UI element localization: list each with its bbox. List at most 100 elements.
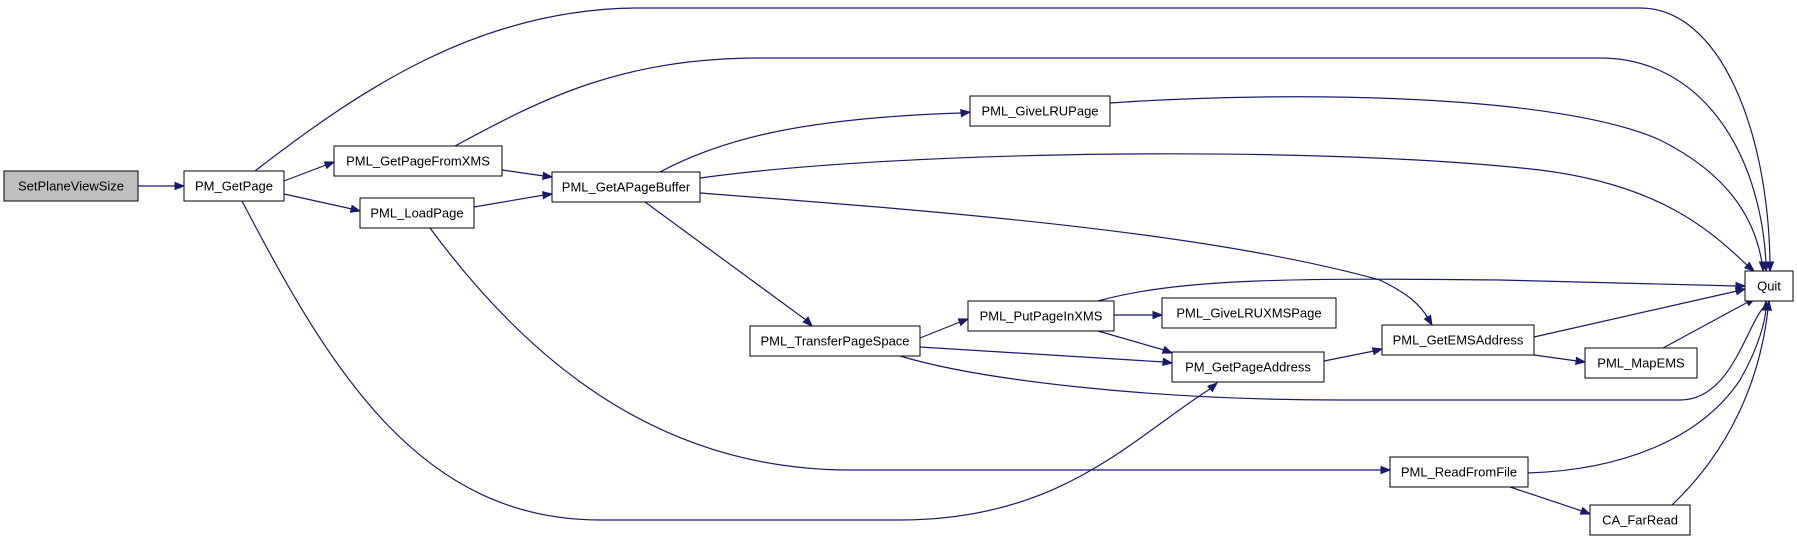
edge-line [283,164,327,182]
node-label: PM_GetPage [195,179,273,194]
node-pml_readfromfile[interactable]: PML_ReadFromFile [1389,456,1529,488]
arrowhead [1161,345,1174,354]
node-pml_putpageinxms[interactable]: PML_PutPageInXMS [967,300,1115,332]
edge-pml_getpagefromxms-to-pml_getapagebuffer [501,169,554,181]
node-box[interactable] [333,145,503,177]
edge-line [899,307,1764,401]
edge-line [454,57,1767,264]
edge-pml_getemsaddress-to-pml_mapems [1533,354,1587,366]
node-pml_transferpagespace[interactable]: PML_TransferPageSpace [749,325,921,357]
node-label: PM_GetPageAddress [1185,360,1311,375]
edge-pm_getpage-to-pm_getpageaddress [241,200,1219,521]
node-pm_getpage[interactable]: PM_GetPage [183,170,285,202]
edge-line [283,193,353,210]
node-label: SetPlaneViewSize [18,179,124,194]
arrowhead [1579,506,1592,515]
node-pml_getpagefromxms[interactable]: PML_GetPageFromXMS [333,145,503,177]
edge-line [254,7,1771,264]
edge-line [659,112,963,173]
node-box[interactable] [1744,270,1794,302]
edge-line [699,192,1429,319]
edge-line [644,201,807,321]
node-quit[interactable]: Quit [1744,270,1794,302]
arrowhead [542,190,554,200]
arrowhead [323,161,336,170]
arrowhead [1758,261,1768,273]
node-label: PML_PutPageInXMS [980,309,1103,324]
edge-ca_farread-to-quit [1671,299,1773,506]
edge-pml_getpagefromxms-to-quit [454,57,1771,273]
node-box[interactable] [1381,324,1535,356]
node-box[interactable] [969,95,1111,127]
node-pml_givelrupage[interactable]: PML_GiveLRUPage [969,95,1111,127]
arrowhead [1207,382,1219,393]
node-box[interactable] [1389,456,1529,488]
edge-pml_readfromfile-to-ca_farread [1509,486,1592,515]
arrowhead [1743,261,1756,272]
edge-line [1671,308,1769,506]
node-label: PML_MapEMS [1597,356,1685,371]
edge-pml_getapagebuffer-to-pml_getemsaddress [699,192,1433,327]
edge-pml_getapagebuffer-to-pml_transferpagespace [644,201,813,327]
edge-line [473,194,545,208]
edge-pml_getemsaddress-to-quit [1533,287,1747,338]
node-pml_loadpage[interactable]: PML_LoadPage [359,197,475,229]
arrowhead [349,204,362,213]
edge-pml_transferpagespace-to-pml_putpageinxms [919,318,970,339]
edge-pml_getapagebuffer-to-quit [699,153,1756,272]
node-box[interactable] [1584,347,1698,379]
edge-pml_loadpage-to-pml_getapagebuffer [473,190,554,208]
node-pml_getapagebuffer[interactable]: PML_GetAPageBuffer [551,171,701,203]
node-label: PML_TransferPageSpace [760,334,909,349]
arrowhead [174,181,186,191]
edge-pml_getapagebuffer-to-pml_givelrupage [659,108,972,173]
edge-line [1097,278,1738,302]
node-box[interactable] [183,170,285,202]
node-label: CA_FarRead [1602,513,1678,528]
node-label: Quit [1757,279,1781,294]
edge-line [1533,354,1578,362]
arrowhead [960,108,972,118]
node-box[interactable] [3,170,139,202]
node-label: PML_GiveLRUXMSPage [1176,306,1321,321]
node-box[interactable] [967,300,1115,332]
node-box[interactable] [551,171,701,203]
node-box[interactable] [1589,504,1691,536]
edge-pml_putpageinxms-to-pml_givelruxmspage [1114,310,1164,320]
arrowhead [1763,299,1773,311]
arrowhead [957,318,970,327]
edge-pml_mapems-to-quit [1662,297,1757,349]
edge-line [1662,301,1749,349]
node-label: PML_GetAPageBuffer [562,180,691,195]
edge-line [699,153,1749,267]
edge-line [919,346,1165,363]
node-ca_farread[interactable]: CA_FarRead [1589,504,1691,536]
edge-pml_givelrupage-to-quit [1109,96,1768,273]
edge-pml_transferpagespace-to-quit [899,307,1764,401]
node-pml_mapems[interactable]: PML_MapEMS [1584,347,1698,379]
node-box[interactable] [749,325,921,357]
arrowhead [1162,357,1174,367]
arrowhead [1734,287,1747,296]
node-pm_getpageaddress[interactable]: PM_GetPageAddress [1171,351,1325,383]
node-pml_getemsaddress[interactable]: PML_GetEMSAddress [1381,324,1535,356]
node-label: PML_GetEMSAddress [1393,333,1524,348]
arrowhead [1152,310,1164,320]
node-setplaneviewsize[interactable]: SetPlaneViewSize [3,170,139,202]
edge-line [1527,308,1767,474]
arrowhead [1371,347,1384,356]
edge-pm_getpage-to-pml_loadpage [283,193,362,213]
edge-pml_transferpagespace-to-pm_getpageaddress [919,346,1174,367]
edge-pm_getpage-to-pml_getpagefromxms [283,161,336,182]
edges-layer [138,7,1775,521]
edge-line [1097,330,1165,351]
node-box[interactable] [1161,297,1337,329]
edge-pml_loadpage-to-pml_readfromfile [429,227,1392,475]
edge-line [501,169,545,177]
node-pml_givelruxmspage[interactable]: PML_GiveLRUXMSPage [1161,297,1337,329]
node-box[interactable] [359,197,475,229]
edge-line [919,321,961,339]
edge-pm_getpage-to-quit [254,7,1775,273]
node-box[interactable] [1171,351,1325,383]
